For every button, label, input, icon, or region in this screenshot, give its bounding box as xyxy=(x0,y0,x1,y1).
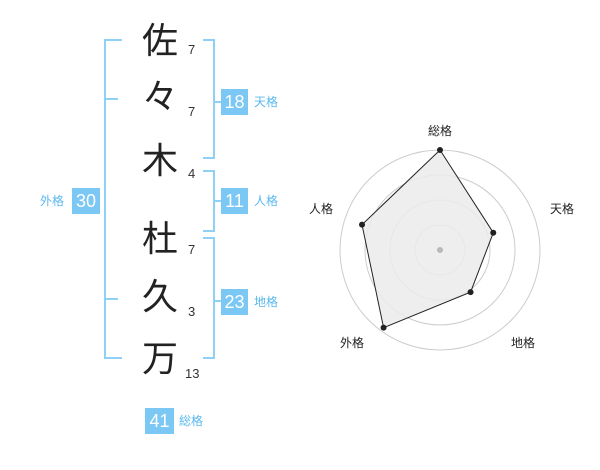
surname-char-2: 々 xyxy=(141,77,178,118)
tenkaku-bracket-vertical xyxy=(213,39,215,159)
jinkaku-score-badge: 11 xyxy=(221,188,248,214)
radar-point-1 xyxy=(437,147,443,153)
tenkaku-label: 天格 xyxy=(254,95,279,109)
tenkaku-bracket-top xyxy=(203,39,215,41)
chikaku-score-badge: 23 xyxy=(221,289,248,315)
gaikaku-bracket-vertical xyxy=(104,39,106,359)
given-char-1: 杜 xyxy=(141,219,178,260)
radar-center-dot xyxy=(437,247,443,253)
tenkaku-bracket-bottom xyxy=(203,157,215,159)
given-char-2: 久 xyxy=(141,277,178,318)
radar-label-soukaku: 総格 xyxy=(428,124,453,138)
soukaku-label: 総格 xyxy=(179,414,204,428)
radar-points xyxy=(359,147,497,331)
surname-strokes-3: 4 xyxy=(188,166,196,181)
surname-char-3: 木 xyxy=(141,141,178,182)
radar-point-3 xyxy=(467,289,474,296)
tenkaku-score-badge: 18 xyxy=(221,89,248,115)
radar-area xyxy=(361,149,494,329)
jinkaku-bracket-top xyxy=(203,170,215,172)
radar-label-jinkaku: 人格 xyxy=(309,202,334,216)
chikaku-bracket-top xyxy=(203,237,215,239)
given-strokes-2: 3 xyxy=(188,304,196,319)
gaikaku-bracket-top xyxy=(104,39,122,41)
gaikaku-bracket-tick-2 xyxy=(104,298,118,300)
surname-strokes-1: 7 xyxy=(188,42,196,57)
soukaku-score-badge: 41 xyxy=(145,408,174,434)
given-strokes-3: 13 xyxy=(185,366,200,381)
given-strokes-1: 7 xyxy=(188,242,196,257)
surname-char-1: 佐 xyxy=(141,21,178,62)
gaikaku-bracket-bottom xyxy=(104,357,122,359)
given-char-3: 万 xyxy=(141,339,178,380)
jinkaku-bracket-connector xyxy=(213,200,222,202)
gaikaku-label: 外格 xyxy=(40,194,65,208)
chikaku-label: 地格 xyxy=(254,295,279,309)
radar-point-5 xyxy=(359,221,366,228)
radar-point-4 xyxy=(380,324,387,331)
radar-label-gaikaku: 外格 xyxy=(340,336,365,350)
gaikaku-bracket-tick-1 xyxy=(104,98,118,100)
tenkaku-bracket-connector xyxy=(213,101,222,103)
jinkaku-label: 人格 xyxy=(254,194,279,208)
gaikaku-score-badge: 30 xyxy=(72,188,100,214)
jinkaku-bracket-bottom xyxy=(203,230,215,232)
chikaku-bracket-vertical xyxy=(213,237,215,359)
chikaku-bracket-connector xyxy=(213,300,222,302)
radar-label-chikaku: 地格 xyxy=(511,336,536,350)
radar-point-2 xyxy=(490,229,497,236)
radar-label-tenkaku: 天格 xyxy=(550,202,575,216)
surname-strokes-2: 7 xyxy=(188,104,196,119)
chikaku-bracket-bottom xyxy=(203,357,215,359)
